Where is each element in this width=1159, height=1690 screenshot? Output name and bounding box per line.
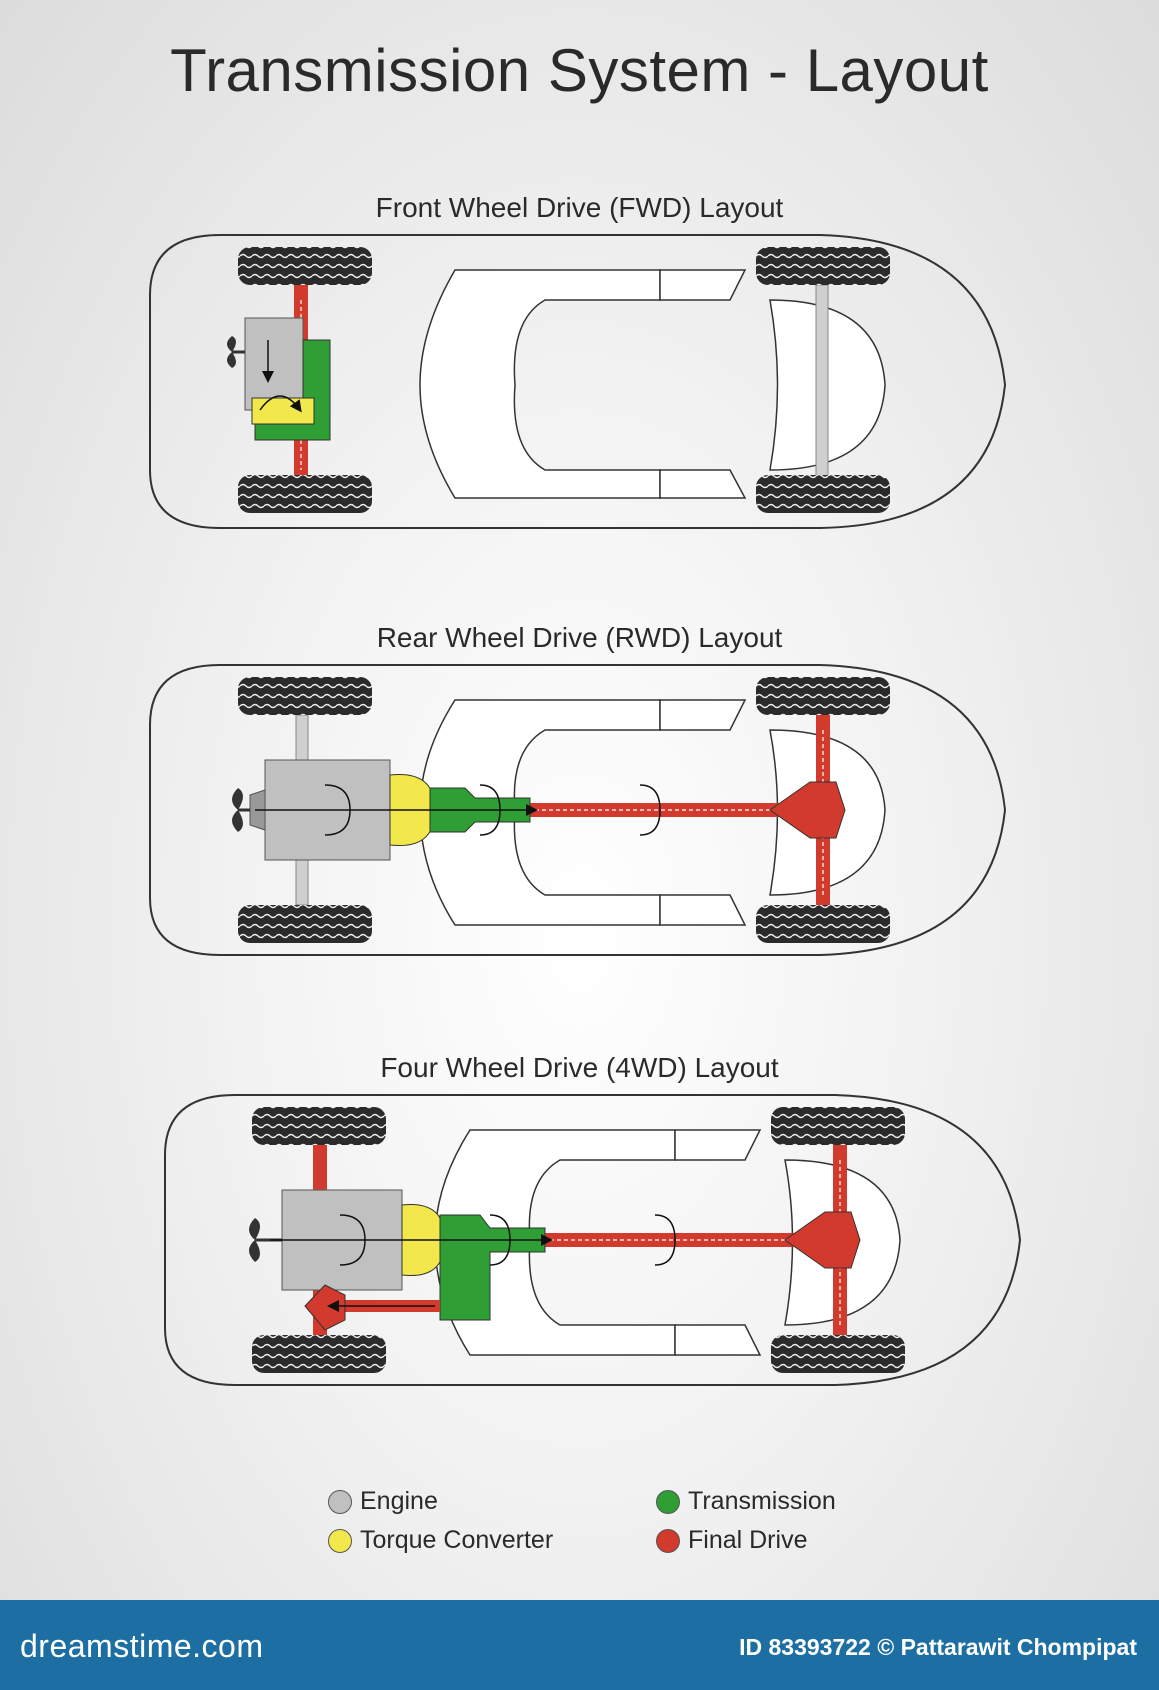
engine-swatch xyxy=(328,1489,352,1514)
torque-converter-swatch xyxy=(328,1528,352,1553)
4wd-car xyxy=(164,1094,1022,1386)
rear-differential xyxy=(784,1211,861,1269)
legend-label: Transmission xyxy=(688,1487,836,1515)
car-body-outline xyxy=(149,664,1007,956)
engine-fan xyxy=(227,336,236,368)
legend-label: Torque Converter xyxy=(360,1526,554,1554)
legend-final-drive: Final Drive xyxy=(656,1526,807,1555)
legend-label: Engine xyxy=(360,1487,438,1515)
torque-converter xyxy=(251,397,315,425)
footer-bar: dreamstime.com ID 83393722 © Pattarawit … xyxy=(0,1600,1159,1690)
fwd-car xyxy=(149,234,1007,529)
car-body-outline xyxy=(149,234,1007,529)
rwd-car xyxy=(149,664,1007,956)
wheel xyxy=(238,247,372,285)
wheel xyxy=(756,905,890,943)
engine-fan xyxy=(232,788,243,832)
legend-transmission: Transmission xyxy=(656,1487,836,1516)
wheel xyxy=(756,475,890,513)
wheel xyxy=(771,1335,905,1373)
wheel xyxy=(771,1107,905,1145)
car-body-outline xyxy=(164,1094,1022,1386)
differential xyxy=(769,781,846,839)
transmission xyxy=(439,1214,546,1321)
engine-block xyxy=(244,317,304,411)
engine-fan xyxy=(249,1218,260,1262)
wheel xyxy=(252,1335,386,1373)
wheel xyxy=(252,1107,386,1145)
car-cabin xyxy=(419,269,661,499)
4wd-label: Four Wheel Drive (4WD) Layout xyxy=(380,1052,779,1083)
fwd-label: Front Wheel Drive (FWD) Layout xyxy=(375,192,784,223)
rwd-label: Rear Wheel Drive (RWD) Layout xyxy=(376,622,783,653)
front-differential xyxy=(304,1284,346,1331)
wheel xyxy=(756,677,890,715)
footer-credit: ID 83393722 © Pattarawit Chompipat xyxy=(739,1634,1137,1660)
legend-label: Final Drive xyxy=(688,1526,808,1554)
page-title: Transmission System - Layout xyxy=(170,37,989,104)
wheel xyxy=(238,677,372,715)
transmission-swatch xyxy=(656,1489,680,1514)
wheel xyxy=(238,905,372,943)
legend-engine: Engine xyxy=(328,1487,438,1516)
wheel xyxy=(238,475,372,513)
legend-torque-converter: Torque Converter xyxy=(328,1526,553,1555)
footer-brand[interactable]: dreamstime.com xyxy=(20,1628,264,1664)
final-drive-swatch xyxy=(656,1528,680,1553)
wheel xyxy=(756,247,890,285)
layout-diagram xyxy=(149,234,1022,1386)
